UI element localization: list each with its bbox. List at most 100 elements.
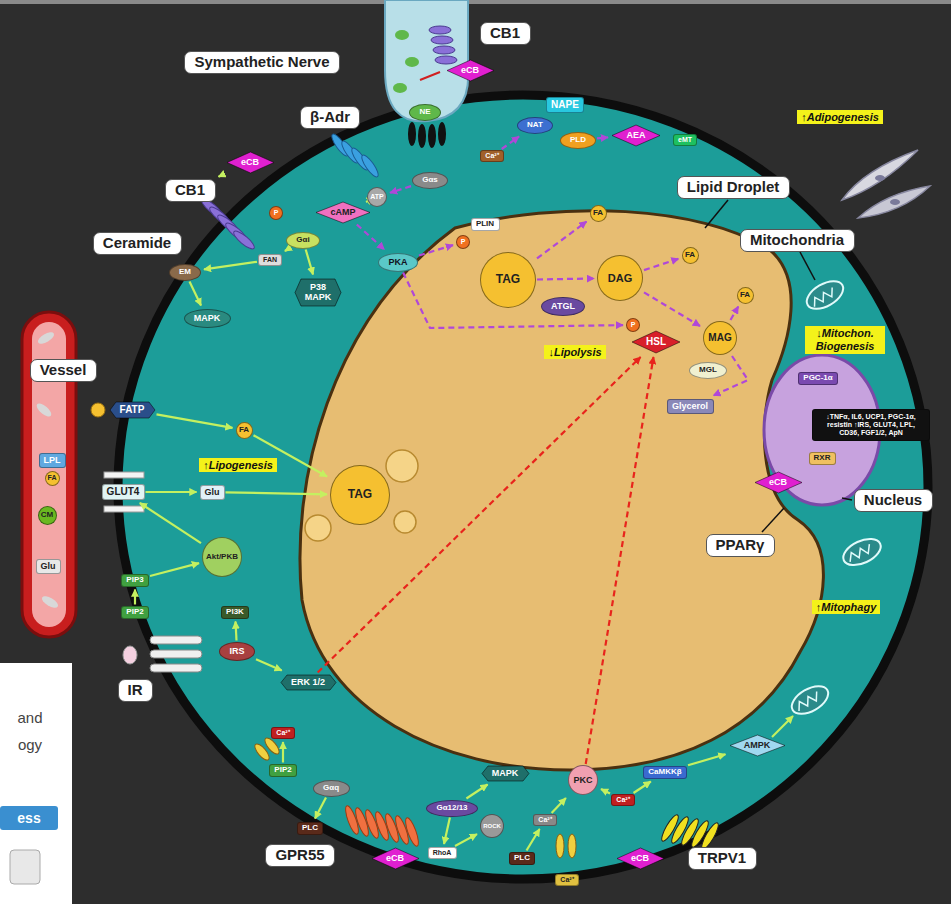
connector: [134, 590, 136, 605]
node-label: Akt/PKB: [206, 553, 238, 562]
molecule-circle: FA: [737, 287, 754, 304]
ligand-diamond: AMPK: [729, 734, 786, 757]
shape-fill: [632, 331, 680, 353]
node-label: Gαi: [296, 236, 309, 245]
molecule-circle: CM: [38, 506, 57, 525]
calcium-channel-part: [556, 834, 564, 858]
molecule-oval: Gα12/13: [426, 800, 478, 817]
effect-highlight: ↑Mitophagy: [812, 600, 881, 615]
mitochondrion-part: [802, 275, 848, 314]
node-label: TAG: [496, 273, 520, 286]
molecule-oval: ATGL: [541, 297, 585, 316]
node-label: eMT: [678, 136, 692, 144]
node-label: FATP: [120, 404, 145, 415]
leader-lines-part: [762, 508, 784, 532]
connector: [455, 834, 477, 846]
lipid-bubbles-part: [305, 515, 331, 541]
node-label: HSL: [646, 336, 666, 347]
sympathetic-nerve-terminal-part: [431, 36, 453, 44]
connector: [601, 789, 610, 794]
node-label: MAPK: [194, 313, 221, 323]
sympathetic-nerve-terminal-part: [420, 72, 440, 80]
shape-fill: [482, 766, 529, 781]
node-label: MAG: [708, 332, 731, 343]
node-label: eCB: [461, 65, 479, 75]
node-label: EM: [179, 268, 191, 277]
connector: [282, 742, 284, 763]
ligand-diamond: HSL: [631, 330, 681, 354]
label-box: β-Adr: [300, 106, 360, 129]
journal-panel-part: [0, 806, 58, 830]
label-box: Glycerol: [667, 399, 714, 414]
connector: [466, 785, 487, 799]
connector: [419, 245, 453, 255]
node-label: PIP3: [126, 576, 143, 585]
adipocyte-precursors-part: [858, 186, 930, 218]
node-label: Ca²⁺: [560, 876, 573, 884]
node-label: PI3K: [226, 608, 244, 617]
node-label: FA: [685, 251, 695, 260]
kinase-hexagon: FATP: [109, 401, 156, 419]
connector: [597, 137, 608, 138]
node-label: FA: [48, 474, 57, 482]
node-label: PPARγ: [716, 537, 765, 554]
connector: [586, 357, 654, 764]
ligand-diamond: eCB: [616, 847, 665, 870]
connector: [634, 782, 651, 794]
label-box: Ceramide: [93, 232, 182, 255]
glut4-transporter: [104, 472, 144, 512]
molecule-circle: DAG: [597, 255, 643, 301]
node-label: CB1: [175, 182, 205, 199]
label-box: ↓TNFα, IL6, UCP1, PGC-1α, resistin ↑IRS,…: [812, 409, 930, 441]
connector: [537, 279, 594, 280]
molecule-oval: MAPK: [184, 309, 231, 328]
adrenergic-receptor-black-part: [438, 122, 446, 146]
molecule-circle: PKC: [568, 765, 598, 795]
node-label: PKA: [388, 257, 407, 267]
molecule-oval: PKA: [378, 253, 418, 272]
lipid-bubbles-part: [394, 511, 416, 533]
lipid-bubbles-part: [386, 450, 418, 482]
leader-lines-part: [705, 200, 728, 228]
node-label: PLD: [570, 136, 586, 145]
cb1-receptor: [199, 197, 256, 252]
connector: [731, 307, 739, 321]
node-label: TAG: [348, 488, 372, 501]
shape-fill: [447, 60, 494, 81]
connector: [644, 292, 700, 326]
leader-lines-part: [842, 498, 852, 500]
node-label: RXR: [814, 454, 831, 463]
node-label: CM: [41, 511, 53, 520]
molecule-oval: Gαs: [412, 172, 448, 189]
gpr55-receptor: [343, 805, 421, 848]
label-box: GPR55: [265, 844, 335, 867]
label-box: Ca²⁺: [555, 874, 579, 886]
beta-adrenergic-receptor: [329, 132, 380, 179]
node-label: ROCK: [483, 823, 501, 830]
journal-panel-part: [0, 663, 72, 904]
label-box: Glu: [36, 559, 61, 574]
leader-lines-part: [800, 252, 815, 280]
shape-fill: [316, 202, 370, 223]
node-label: Glycerol: [672, 401, 708, 411]
journal-panel: [0, 663, 72, 904]
adipocyte-precursors: [842, 150, 930, 218]
node-label: AMPK: [744, 740, 771, 750]
node-label: NAPE: [551, 99, 579, 110]
label-box: Ca²⁺: [480, 150, 504, 162]
connector: [552, 798, 566, 813]
node-label: NAT: [527, 121, 543, 130]
label-box: Ca²⁺: [271, 727, 295, 739]
node-label: FAN: [263, 256, 277, 264]
molecule-oval: Gαi: [286, 232, 320, 249]
node-label: Glu: [41, 561, 56, 571]
shape-fill: [110, 402, 155, 418]
node-label: DAG: [608, 272, 632, 284]
node-label: FA: [740, 291, 750, 300]
node-label: ATGL: [551, 301, 575, 311]
node-label: PLIN: [476, 220, 494, 229]
label-box: PIP3: [121, 574, 149, 587]
node-label: Ca²⁺: [276, 729, 289, 737]
connector: [357, 225, 385, 250]
